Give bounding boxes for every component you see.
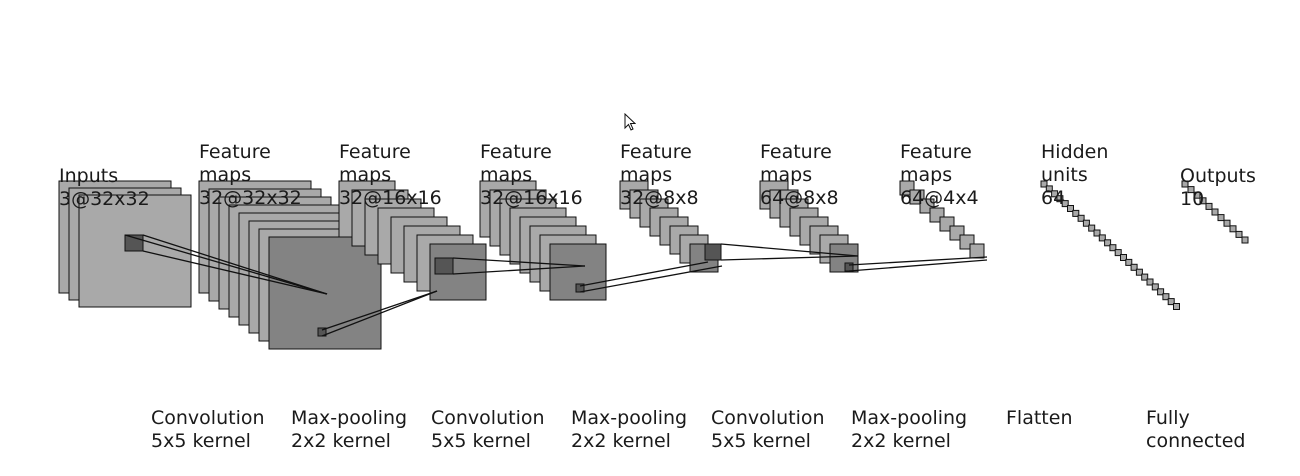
pool1-stack [338, 180, 487, 301]
output-unit [1187, 186, 1195, 194]
hidden-unit [1056, 195, 1064, 203]
output-unit [1223, 219, 1231, 227]
hidden-unit [1173, 303, 1180, 310]
output-unit [1199, 197, 1207, 205]
connection-line [142, 250, 328, 295]
hidden-unit [1088, 224, 1096, 232]
kernel-patch-pool1 [434, 257, 454, 275]
cnn-architecture-diagram [58, 180, 1249, 350]
mouse-pointer-icon [624, 113, 636, 131]
hidden-unit [1130, 263, 1138, 271]
hidden-unit [1104, 239, 1112, 247]
conv3-map [829, 243, 859, 273]
hidden-unit [1162, 293, 1170, 301]
hidden-unit [1146, 278, 1154, 286]
output-unit [1211, 208, 1219, 216]
hidden-unit [1045, 185, 1053, 193]
hidden-unit [1114, 249, 1122, 257]
connection-line [321, 290, 438, 331]
op-label-flatten: Flatten [1006, 407, 1073, 429]
connection-line [321, 290, 438, 337]
output-unit [1235, 230, 1243, 238]
output-unit [1229, 225, 1237, 233]
connection-line [848, 256, 988, 266]
hidden-unit [1120, 254, 1127, 261]
conv2-stack [479, 180, 607, 301]
output-unit [1217, 214, 1225, 222]
hidden-unit [1040, 180, 1048, 188]
conv3-stack [759, 180, 859, 273]
output-unit [1205, 202, 1213, 210]
hidden-unit [1077, 214, 1085, 222]
kernel-patch-pool2 [704, 243, 722, 261]
connection-line [579, 265, 723, 293]
hidden-unit [1157, 288, 1165, 296]
hidden-unit [1135, 268, 1143, 276]
hidden-unit [1109, 244, 1117, 252]
connection-line [142, 234, 328, 295]
hidden-unit [1141, 273, 1149, 281]
output-unit [1241, 236, 1249, 244]
output-unit [1193, 191, 1201, 199]
hidden-unit [1061, 200, 1069, 208]
hidden-unit [1167, 298, 1175, 306]
output-units-stack [1181, 180, 1249, 244]
hidden-units-stack [1040, 180, 1180, 310]
connection-line [720, 255, 859, 261]
hidden-unit [1082, 219, 1090, 227]
hidden-unit [1067, 205, 1074, 212]
hidden-unit [1151, 283, 1159, 291]
connection-line [848, 259, 988, 272]
connection-line [720, 243, 859, 257]
hidden-unit [1093, 229, 1101, 237]
connection-line [452, 265, 586, 275]
hidden-unit [1098, 234, 1106, 242]
pool3-stack [899, 180, 985, 259]
connection-line [452, 257, 586, 267]
pool2-stack [619, 180, 719, 273]
hidden-unit [1125, 258, 1133, 266]
connection-line [579, 261, 709, 287]
hidden-unit [1072, 209, 1080, 217]
output-unit [1181, 180, 1189, 188]
hidden-unit [1051, 190, 1059, 198]
connection-line [124, 234, 328, 295]
pool3-map [969, 243, 985, 259]
